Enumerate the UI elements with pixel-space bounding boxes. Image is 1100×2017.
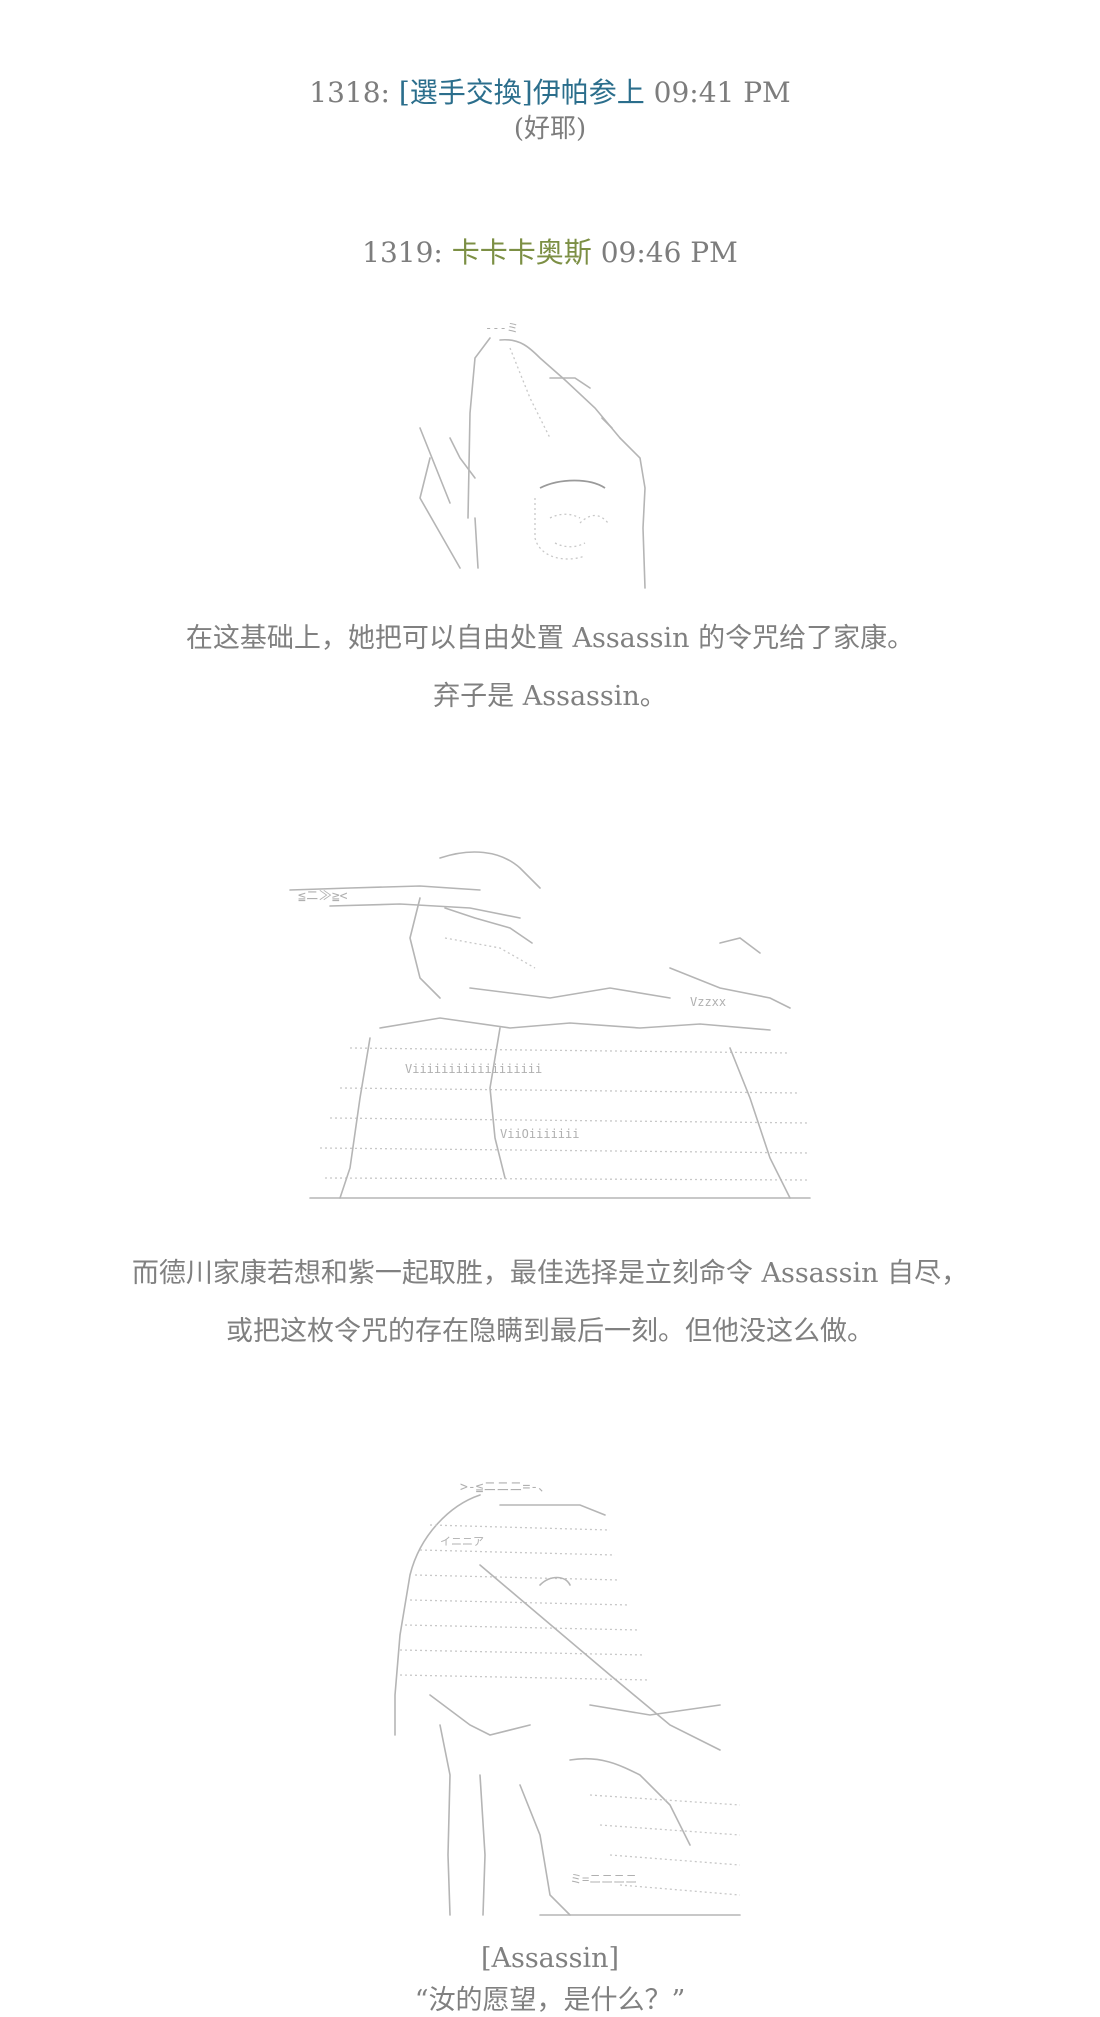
poster-name: 卡卡卡奥斯 <box>451 236 592 269</box>
post-time: 09:41 PM <box>653 76 791 109</box>
speaker-label: [Assassin] <box>480 1943 620 1974</box>
aa-fragment: ミ=ニニニニ <box>570 1872 637 1886</box>
aa-fragment: Vzzxx <box>690 995 726 1009</box>
aa-fragment: ---ミ <box>485 321 519 335</box>
narration-line: 而德川家康若想和紫一起取胜，最佳选择是立刻命令 Assassin 自尽， <box>131 1258 969 1289</box>
narration-line: 或把这枚令咒的存在隐瞒到最后一刻。但他没这么做。 <box>226 1316 874 1347</box>
aa-fragment: イニニア <box>440 1535 484 1548</box>
dialogue-line: “汝的愿望，是什么？” <box>414 1985 686 2016</box>
post-number: 1319: <box>362 236 443 269</box>
narration-line: 弃子是 Assassin。 <box>433 681 667 712</box>
ascii-art-reclining-warrior: ≦ニ≫≧< Viiiiiiiiiiiiiiiiii ViiOiiiiiii Vz… <box>0 838 1100 1238</box>
narration-line: 在这基础上，她把可以自由处置 Assassin 的令咒给了家康。 <box>185 623 915 654</box>
post-number: 1318: <box>309 76 390 109</box>
aa-fragment: ≦ニ≫≧< <box>298 889 348 904</box>
ascii-art-assassin: >-≦ニニニ=-、 イニニア ミ=ニニニニ <box>0 1475 1100 1925</box>
post-time: 09:46 PM <box>600 236 738 269</box>
post-header-1319: 1319: 卡卡卡奥斯 09:46 PM <box>0 236 1100 270</box>
poster-name-link[interactable]: [選手交換]伊帕参上 <box>398 76 645 109</box>
aa-fragment: ViiOiiiiiii <box>500 1127 579 1141</box>
ascii-art-veiled-figure: ---ミ <box>0 318 1100 598</box>
post-body-1318: (好耶) <box>513 114 587 144</box>
aa-fragment: >-≦ニニニ=-、 <box>460 1480 551 1495</box>
post-header-1318: 1318: [選手交換]伊帕参上 09:41 PM <box>0 76 1100 110</box>
aa-fragment: Viiiiiiiiiiiiiiiiii <box>405 1062 542 1076</box>
